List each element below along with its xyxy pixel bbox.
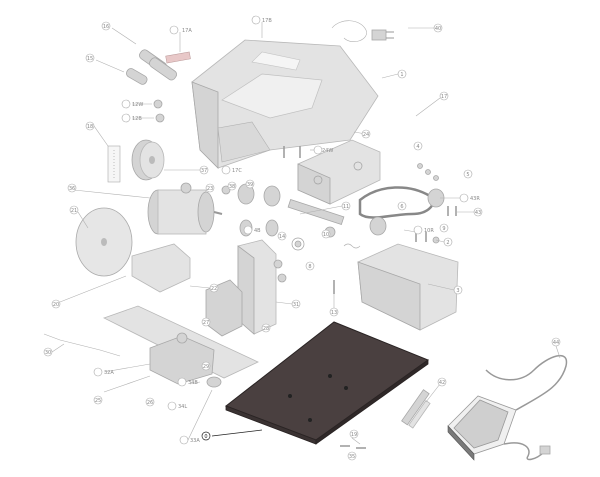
callout-32a: 32A [104,370,114,376]
wheel-guard [357,236,459,331]
callout-30: 30 [45,350,51,356]
callout-25: 25 [95,398,101,404]
callout-18: 18 [87,124,93,130]
power-cord [331,20,394,42]
callout-1: 1 [400,72,403,78]
motor [147,182,223,235]
callout-8: 8 [308,264,311,270]
callout-35: 35 [349,454,355,460]
hand-tool [401,389,431,429]
shaft-bracket [297,139,381,205]
foot-pedal [447,354,568,461]
leader-lines [51,22,561,445]
brush-set [126,49,191,123]
callout-11: 11 [343,204,349,210]
callouts: 16 17A 17B 40 15 1 12W 12B 17 18 24 17C … [43,15,561,461]
base-plate [224,321,430,445]
callout-22: 22 [211,286,217,292]
callout-36: 36 [69,186,75,192]
callout-19: 19 [351,432,357,438]
callout-39: 39 [247,182,253,188]
callout-10: 10 [323,232,329,238]
callout-5: 5 [466,172,469,178]
callout-15: 15 [87,56,93,62]
callout-20: 20 [53,302,59,308]
callout-23: 23 [207,186,213,192]
callout-0: 0 [204,434,207,440]
callout-12b: 12B [132,116,142,122]
callout-14: 14 [279,234,285,240]
callout-9: 9 [442,226,445,232]
callout-17: 17 [441,94,447,100]
callout-26: 26 [147,400,153,406]
callout-24: 24 [363,132,369,138]
callout-2: 2 [446,240,449,246]
callout-37: 37 [201,168,207,174]
callout-3: 3 [456,288,459,294]
callout-42: 42 [439,380,445,386]
callout-17b: 17B [262,18,272,24]
callout-17a: 17A [182,28,192,34]
callout-21: 21 [71,208,77,214]
callout-4: 4 [416,144,419,150]
callout-29: 29 [203,364,209,370]
callout-34b: 34B [188,380,198,386]
callout-43r: 43R [470,196,480,202]
bottom-screws [340,445,366,449]
grinding-wheel [131,139,165,181]
callout-13: 13 [331,310,337,316]
callout-10r: 10R [424,228,434,234]
callout-40: 40 [435,26,441,32]
callout-6: 6 [400,204,403,210]
callout-17c: 17C [232,168,242,174]
slide-rail [43,305,259,388]
callout-28: 28 [263,326,269,332]
callout-4b: 4B [254,228,261,234]
callout-12w: 12W [132,102,143,108]
callout-31: 31 [293,302,299,308]
callout-24w: 24W [322,148,333,154]
side-plates [131,239,287,337]
label-strip [107,145,121,183]
callout-34l: 34L [178,404,187,410]
callout-33a: 33A [190,438,200,444]
callout-16: 16 [103,24,109,30]
callout-44: 44 [553,340,559,346]
main-housing [191,39,379,169]
pulley-gears [221,183,305,251]
callout-27: 27 [203,320,209,326]
diamond-disc [75,207,133,277]
drive-belt [358,186,445,236]
callout-43: 43 [475,210,481,216]
callout-38: 38 [229,184,235,190]
